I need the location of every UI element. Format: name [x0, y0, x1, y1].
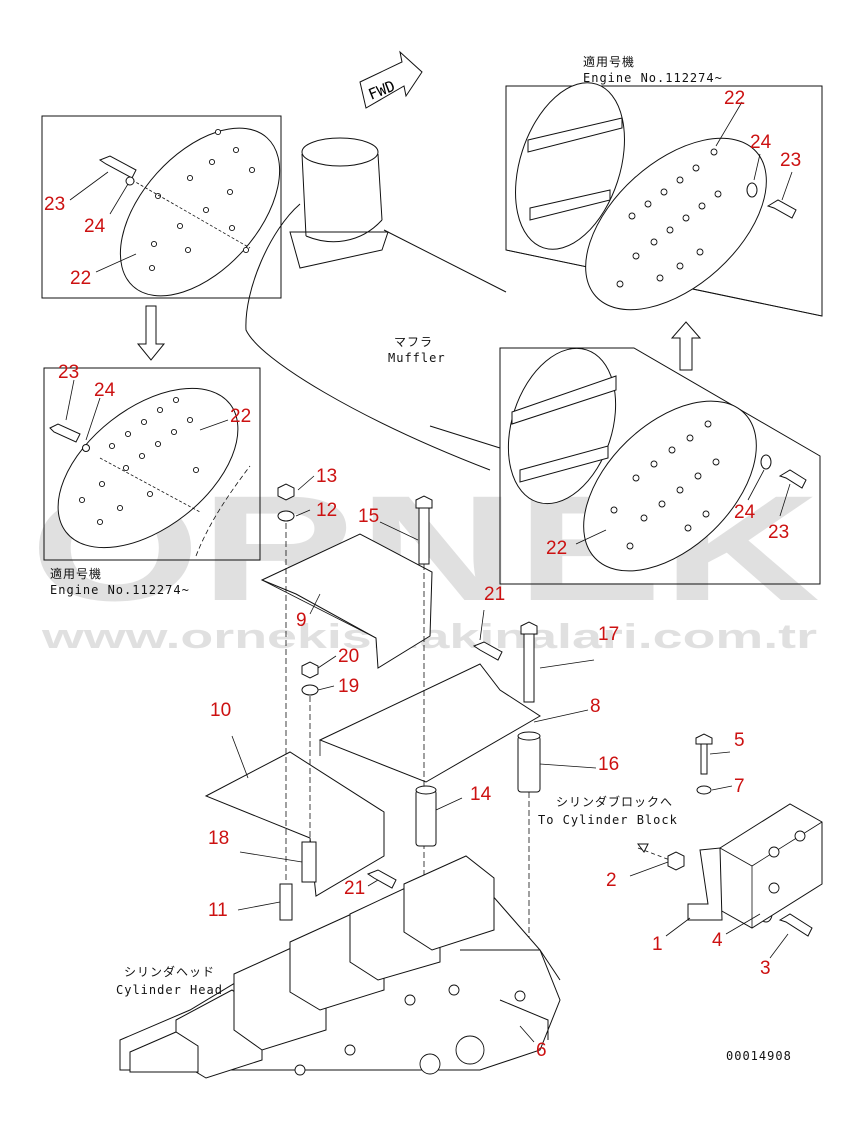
up-arrow: [670, 321, 702, 371]
plate-holes-alt: [78, 396, 200, 526]
callout-22: 22: [724, 88, 745, 109]
muffler-en: Muffler: [388, 351, 446, 365]
detail-box-bottom-left: [43, 367, 261, 561]
callout-16: 16: [598, 754, 619, 775]
plate-holes-right: [616, 148, 722, 288]
callout-24: 24: [750, 132, 772, 153]
callout-19: 19: [338, 676, 359, 697]
callout-24: 24: [734, 502, 756, 523]
callout-15: 15: [358, 506, 379, 527]
fwd-arrow: FWD: [359, 50, 423, 109]
notes: 適用号機 Engine No.112274~ 適用号機 Engine No.11…: [50, 54, 792, 1063]
bolt-5: [695, 733, 713, 745]
callout-3: 3: [760, 958, 771, 979]
cylinder-block-en: To Cylinder Block: [538, 813, 678, 827]
leader-lines: [65, 101, 793, 1043]
fasteners: [277, 483, 813, 960]
bracket-1: [687, 803, 823, 929]
bolt-17: [523, 633, 535, 703]
muffler-body: [245, 137, 507, 471]
spacer-14: [415, 789, 437, 847]
callout-24: 24: [94, 380, 116, 401]
callout-22: 22: [230, 406, 251, 427]
bolt-15: [418, 507, 430, 565]
cylinder-block-jp: シリンダブロックへ: [556, 794, 673, 809]
spacer-16: [517, 735, 541, 793]
callout-17: 17: [598, 624, 619, 645]
muffler-jp: マフラ: [394, 335, 433, 349]
heat-cover-10: [204, 751, 385, 897]
detail-box-bottom-right: [499, 347, 821, 585]
nut-2: [667, 851, 685, 871]
callout-21: 21: [484, 584, 505, 605]
applicable-bottom-jp: 適用号機: [50, 566, 102, 581]
callout-7: 7: [734, 776, 745, 797]
down-arrow: [136, 305, 166, 361]
cylinder-head-en: Cylinder Head: [116, 983, 223, 997]
cover-plate-right: [585, 137, 767, 311]
cylinder-head-jp: シリンダヘッド: [124, 964, 215, 979]
washer-19: [301, 684, 319, 696]
callout-23: 23: [780, 150, 801, 171]
cover-plate: [119, 127, 281, 297]
callout-6: 6: [536, 1040, 547, 1061]
cover-plate-lower: [583, 400, 757, 572]
plate-holes: [148, 128, 256, 272]
drawing-number: 00014908: [726, 1049, 792, 1063]
applicable-top-en: Engine No.112274~: [583, 71, 723, 85]
callout-23: 23: [768, 522, 789, 543]
nut-13: [277, 483, 295, 501]
callout-9: 9: [296, 610, 307, 631]
nut-20: [301, 661, 319, 679]
callout-4: 4: [712, 930, 723, 951]
bolt-3: [778, 913, 813, 937]
callout-23: 23: [58, 362, 79, 383]
callout-8: 8: [590, 696, 601, 717]
callout-13: 13: [316, 466, 337, 487]
heat-cover-9: [260, 533, 433, 669]
callout-1: 1: [652, 934, 663, 955]
callout-18: 18: [208, 828, 229, 849]
callout-2: 2: [606, 870, 617, 891]
callout-5: 5: [734, 730, 745, 751]
exhaust-outlet: [301, 137, 379, 167]
callout-23: 23: [44, 194, 65, 215]
callout-11: 11: [208, 900, 228, 921]
heat-cover-8: [318, 663, 541, 783]
bolt-21-lower: [366, 869, 397, 889]
callout-22: 22: [546, 538, 567, 559]
applicable-top-jp: 適用号機: [583, 54, 635, 69]
washer-7: [696, 785, 712, 795]
callout-14: 14: [470, 784, 492, 805]
washer-12: [277, 510, 295, 522]
callout-12: 12: [316, 500, 337, 521]
callouts: 23 24 22 23 24 22 22 24 23 22 24 23 13 1…: [44, 88, 801, 1061]
cylinder-head: [119, 855, 561, 1079]
stud-18: [301, 841, 317, 883]
detail-box-top-left: [41, 115, 282, 299]
callout-21: 21: [344, 878, 365, 899]
callout-20: 20: [338, 646, 359, 667]
callout-22: 22: [70, 268, 91, 289]
plate-holes-lower: [610, 420, 720, 550]
detail-box-top-right: [505, 82, 823, 317]
applicable-bottom-en: Engine No.112274~: [50, 583, 190, 597]
callout-10: 10: [210, 700, 231, 721]
callout-24: 24: [84, 216, 106, 237]
bolt-21-upper: [472, 641, 503, 661]
stud-11: [279, 883, 293, 921]
